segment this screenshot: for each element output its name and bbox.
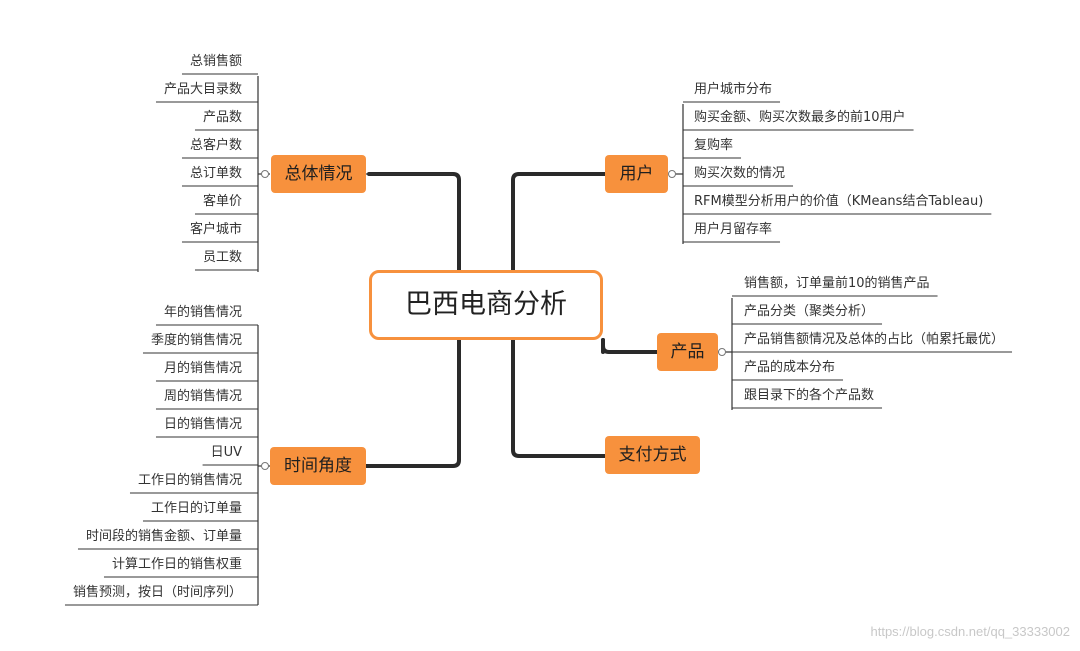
- time-item[interactable]: 日的销售情况: [163, 417, 242, 432]
- overall-item[interactable]: 员工数: [202, 250, 242, 265]
- user-item[interactable]: 购买金额、购买次数最多的前10用户: [694, 110, 906, 125]
- time-item[interactable]: 季度的销售情况: [150, 333, 242, 348]
- category-time[interactable]: 时间角度: [270, 447, 366, 485]
- time-item[interactable]: 销售预测，按日（时间序列）: [72, 585, 242, 600]
- overall-item[interactable]: 客单价: [202, 194, 242, 209]
- category-product[interactable]: 产品: [657, 333, 718, 371]
- time-item[interactable]: 时间段的销售金额、订单量: [85, 529, 242, 544]
- overall-item[interactable]: 产品大目录数: [163, 82, 242, 97]
- user-item[interactable]: 用户城市分布: [694, 82, 773, 97]
- root-node[interactable]: 巴西电商分析: [369, 270, 603, 340]
- time-item[interactable]: 计算工作日的销售权重: [111, 557, 242, 572]
- overall-item[interactable]: 产品数: [202, 110, 242, 125]
- user-item[interactable]: RFM模型分析用户的价值（KMeans结合Tableau): [694, 194, 984, 209]
- overall-item[interactable]: 总客户数: [189, 138, 242, 153]
- product-item[interactable]: 产品销售额情况及总体的占比（帕累托最优）: [744, 332, 1005, 347]
- overall-item[interactable]: 总订单数: [189, 166, 242, 181]
- product-item[interactable]: 产品分类（聚类分析）: [744, 304, 875, 319]
- category-payment[interactable]: 支付方式: [605, 436, 700, 474]
- category-user[interactable]: 用户: [605, 155, 668, 193]
- user-item[interactable]: 购买次数的情况: [694, 166, 786, 181]
- time-item[interactable]: 工作日的订单量: [150, 501, 242, 516]
- user-item[interactable]: 复购率: [694, 138, 734, 153]
- user-item[interactable]: 用户月留存率: [694, 222, 773, 237]
- collapse-toggle-time: [261, 462, 269, 470]
- overall-item[interactable]: 客户城市: [189, 222, 242, 237]
- time-item[interactable]: 工作日的销售情况: [137, 473, 242, 488]
- product-item[interactable]: 跟目录下的各个产品数: [744, 388, 875, 403]
- category-overall[interactable]: 总体情况: [271, 155, 366, 193]
- branch-product: [601, 338, 659, 354]
- time-item[interactable]: 日UV: [210, 445, 242, 460]
- product-item[interactable]: 销售额，订单量前10的销售产品: [744, 276, 930, 291]
- overall-item[interactable]: 总销售额: [189, 54, 242, 69]
- collapse-toggle-user: [668, 170, 676, 178]
- time-item[interactable]: 月的销售情况: [163, 361, 242, 376]
- collapse-toggle-overall: [261, 170, 269, 178]
- product-item[interactable]: 产品的成本分布: [744, 360, 836, 375]
- time-item[interactable]: 周的销售情况: [163, 389, 242, 404]
- collapse-toggle-product: [718, 348, 726, 356]
- time-item[interactable]: 年的销售情况: [163, 305, 242, 320]
- watermark: https://blog.csdn.net/qq_33333002: [870, 624, 1071, 639]
